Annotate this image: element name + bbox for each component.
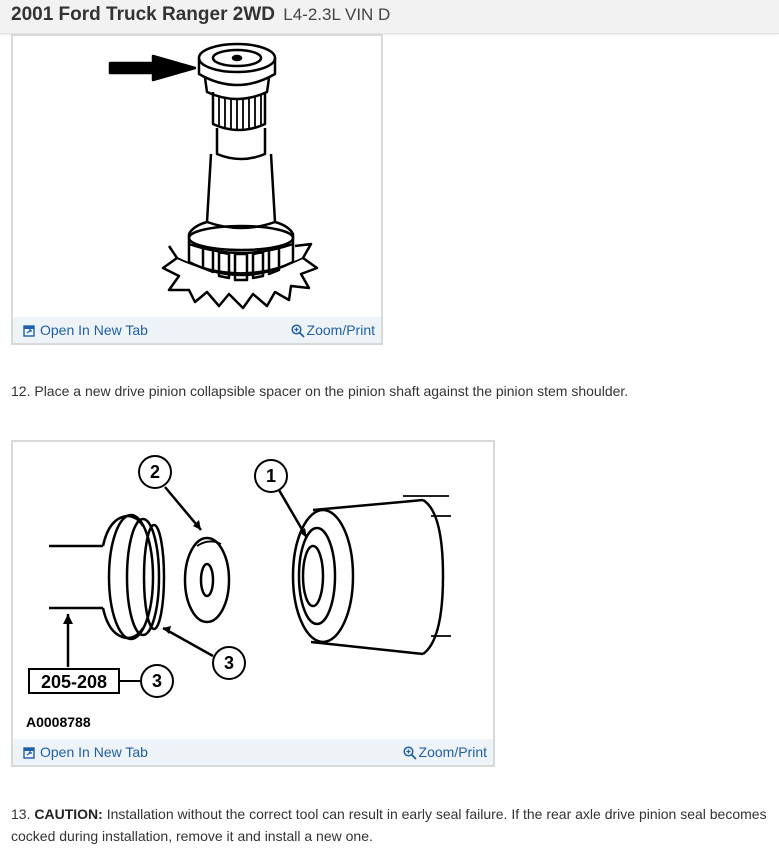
figure-toolbar: Open In New Tab Zoom/Print [13, 739, 493, 765]
open-in-new-tab-label: Open In New Tab [40, 744, 148, 760]
seal-installer-illustration: 2 1 3 3 205-208 A0008788 [26, 455, 451, 730]
step-12-text: 12. Place a new drive pinion collapsible… [11, 383, 629, 399]
figure-toolbar: Open In New Tab Zoom/Print [13, 317, 381, 343]
open-in-new-tab-link[interactable]: Open In New Tab [23, 322, 148, 338]
callout-label-2: 2 [150, 462, 160, 482]
zoom-print-label: Zoom/Print [418, 744, 487, 760]
open-tab-icon [23, 325, 35, 337]
tool-number-text: 205-208 [41, 672, 107, 692]
vehicle-engine: L4-2.3L VIN D [283, 5, 391, 24]
pinion-shaft-illustration [108, 42, 319, 310]
step-13-text: 13. CAUTION: Installation without the co… [11, 803, 777, 847]
zoom-icon [290, 324, 305, 338]
callout-label-1: 1 [266, 466, 276, 486]
caution-label: CAUTION: [34, 806, 103, 822]
pointer-arrow [108, 54, 197, 82]
callout-circle-3a [212, 646, 246, 680]
caution-text: Installation without the correct tool ca… [11, 806, 767, 844]
callout-label-3a: 3 [224, 653, 234, 673]
zoom-icon [402, 746, 417, 760]
figure-pinion-shaft: Open In New Tab Zoom/Print [11, 34, 383, 345]
callout-label-3b: 3 [152, 671, 162, 691]
open-tab-icon [23, 747, 35, 759]
figure-id-text: A0008788 [26, 714, 91, 730]
vehicle-title: 2001 Ford Truck Ranger 2WD L4-2.3L VIN D [11, 4, 390, 26]
zoom-print-label: Zoom/Print [306, 322, 375, 338]
vehicle-model: 2001 Ford Truck Ranger 2WD [11, 4, 275, 25]
callout-circle-2 [138, 455, 172, 489]
page-header: 2001 Ford Truck Ranger 2WD L4-2.3L VIN D [0, 0, 779, 34]
figure-seal-installer: 2 1 3 3 205-208 A0008788 Open In New Tab… [11, 440, 495, 767]
step-13-number: 13. [11, 806, 31, 822]
zoom-print-link[interactable]: Zoom/Print [290, 322, 375, 338]
open-in-new-tab-label: Open In New Tab [40, 322, 148, 338]
zoom-print-link[interactable]: Zoom/Print [402, 744, 487, 760]
open-in-new-tab-link[interactable]: Open In New Tab [23, 744, 148, 760]
callout-circle-1 [254, 459, 288, 493]
